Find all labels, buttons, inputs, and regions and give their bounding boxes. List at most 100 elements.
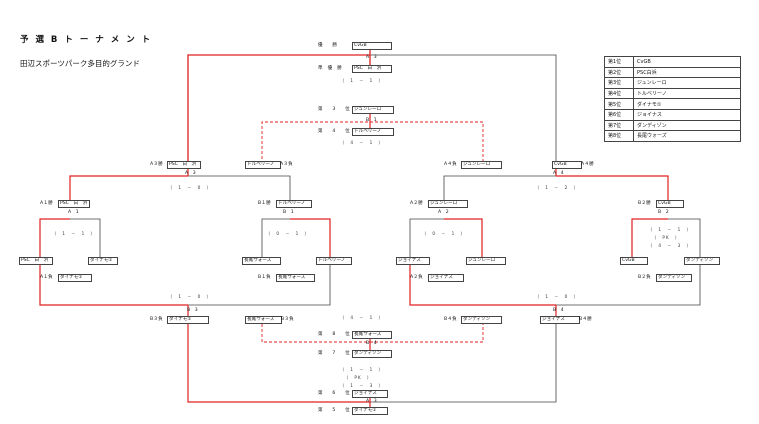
a2-marker: A 2 <box>438 210 449 215</box>
seventh-place-label: 第 7 位 <box>318 351 350 356</box>
a1-score: （ 1 － 1 ） <box>52 231 96 236</box>
third-score: （ 4 － 1 ） <box>340 140 384 145</box>
final-right-line <box>370 54 557 164</box>
fifth-place-team: ダイナモ① <box>352 407 388 415</box>
a2-right <box>444 218 483 260</box>
b1-lose-team: 長尾ウォーズ <box>276 274 315 282</box>
a2-team-left: ジョイナス <box>396 257 430 265</box>
third-place-label: 第 3 位 <box>318 107 350 112</box>
b1-team-right: トルベリーノ <box>316 257 352 265</box>
ranking-place: 第1位 <box>604 56 634 68</box>
a3-marker: A 3 <box>185 171 196 176</box>
a2-team-right: ジュンレーロ <box>466 257 506 265</box>
final-left-line <box>187 54 370 164</box>
b2-score-line3: （ 4 － 3 ） <box>648 243 692 248</box>
a2-lose-label: A２負 <box>410 275 423 280</box>
third-match-marker: B 1 <box>366 118 377 123</box>
ranking-team: CvGB <box>633 56 741 68</box>
a1-right <box>70 218 101 260</box>
b4-right-team: ジョイナス <box>540 316 580 324</box>
eighth-place-label: 第 8 位 <box>318 332 350 337</box>
b3-score: （ 1 － 0 ） <box>168 294 212 299</box>
ranking-place: 第3位 <box>604 77 634 89</box>
ranking-place: 第8位 <box>604 130 634 142</box>
b2-win-team: CvGB <box>656 200 684 208</box>
final-runnerup-team: PSC 白 浜 <box>352 65 392 73</box>
page-title: 予 選 B ト ー ナ メ ン ト <box>20 35 153 45</box>
a1-win-team: PSC 白 浜 <box>58 200 90 208</box>
a4-win-label: A４勝 <box>581 162 594 167</box>
ranking-place: 第4位 <box>604 87 634 100</box>
a3-win-team: PSC 白 浜 <box>167 161 201 169</box>
a3-lose-team: トルベリーノ <box>245 161 281 169</box>
a2-lose-team: ジョイナス <box>428 274 464 282</box>
ranking-team: ダンディゾン <box>633 119 741 132</box>
a4-left <box>443 175 556 203</box>
b1-lose-label: B１負 <box>258 275 271 280</box>
seventh-match-marker: B 4 <box>366 341 377 346</box>
a2-win-team: ジュンレーロ <box>428 200 468 208</box>
ranking-place: 第5位 <box>604 98 634 110</box>
a4-right <box>556 175 669 203</box>
ranking-row: 第3位ジュンレーロ <box>604 77 741 89</box>
third-left-line <box>261 121 370 164</box>
b1-right <box>290 218 331 260</box>
fourth-place-team: トルベリーノ <box>352 128 394 136</box>
ranking-team: ジュンレーロ <box>633 77 741 89</box>
b2-team-right: ダンディゾン <box>684 257 720 265</box>
b4-left-label: B４負 <box>444 317 457 322</box>
ranking-row: 第4位トルベリーノ <box>604 87 741 100</box>
b4-right <box>556 264 701 306</box>
a4-score: （ 1 － 2 ） <box>535 185 579 190</box>
ranking-team: PSC白浜 <box>633 66 741 79</box>
ranking-place: 第6位 <box>604 108 634 121</box>
b2-score-line2: （ PK ） <box>652 235 681 240</box>
a1-win-label: A１勝 <box>40 201 53 206</box>
a3-win-label: A３勝 <box>150 162 163 167</box>
a3-right <box>188 175 291 203</box>
b3-right-label: B３負 <box>281 317 294 322</box>
b2-right <box>668 218 701 260</box>
a1-marker: A 1 <box>68 210 79 215</box>
eighth-place-team: 長尾ウォーズ <box>352 331 392 339</box>
b1-score: （ 0 － 1 ） <box>266 231 310 236</box>
a3-score: （ 1 － 0 ） <box>168 185 212 190</box>
b2-win-label: B２勝 <box>638 201 651 206</box>
fourth-place-label: 第 4 位 <box>318 129 350 134</box>
a2-score: （ 0 － 1 ） <box>422 231 466 236</box>
b2-team-left: CvGB <box>620 257 648 265</box>
b2-lose-label: B２負 <box>638 275 651 280</box>
b1-win-label: B１勝 <box>258 201 271 206</box>
a4-win-team: CvGB <box>552 161 582 169</box>
seventh-score: （ 4 － 1 ） <box>340 315 384 320</box>
final-winner-team: CvGB <box>352 42 392 50</box>
final-score: （ 1 － 1 ） <box>340 78 384 83</box>
ranking-row: 第7位ダンディゾン <box>604 119 741 132</box>
fifth-left <box>187 324 370 403</box>
b1-win-team: トルベリーノ <box>276 200 312 208</box>
fifth-score-line3: （ 1 － 3 ） <box>340 383 384 388</box>
b4-right-label: B４勝 <box>579 317 592 322</box>
a1-left <box>39 218 70 260</box>
seventh-right <box>370 324 484 343</box>
ranking-place: 第7位 <box>604 119 634 132</box>
b2-marker: B 2 <box>658 210 669 215</box>
ranking-place: 第2位 <box>604 66 634 79</box>
a1-team-right: ダイナモ① <box>88 257 118 265</box>
a2-left <box>409 218 444 260</box>
b1-team-left: 長尾ウォーズ <box>242 257 281 265</box>
b4-score: （ 1 － 0 ） <box>535 294 579 299</box>
b3-left-label: B３負 <box>150 317 163 322</box>
b4-left-team: ダンディゾン <box>461 316 502 324</box>
a3-lose-label: A３負 <box>280 162 293 167</box>
b2-left <box>631 218 668 260</box>
b3-right <box>188 264 331 306</box>
final-match-marker: A 3 <box>366 55 377 60</box>
b4-marker: B 4 <box>553 308 564 313</box>
b1-marker: B 1 <box>283 210 294 215</box>
a3-left <box>69 175 188 203</box>
b3-right-team: 長尾ウォーズ <box>245 316 282 324</box>
